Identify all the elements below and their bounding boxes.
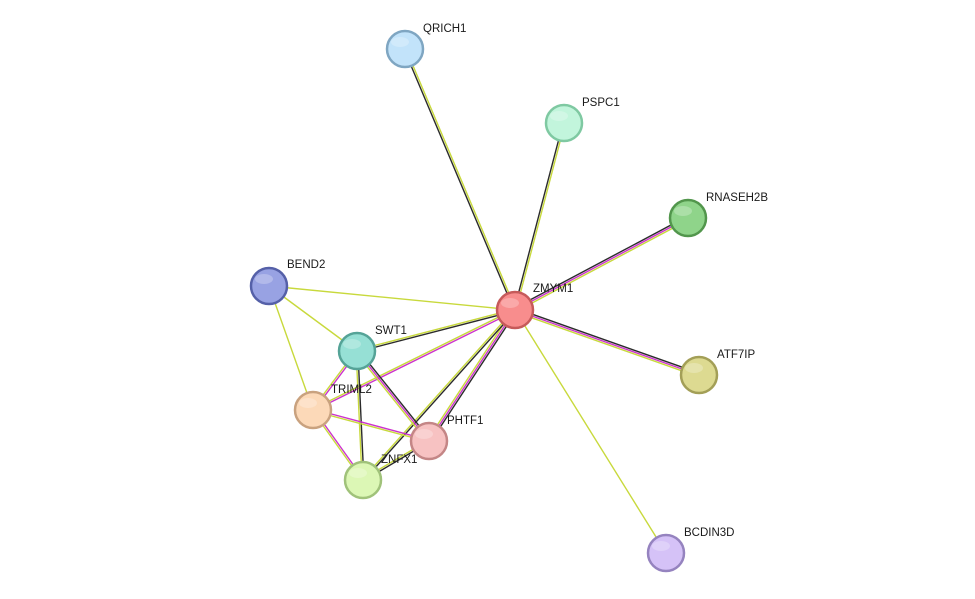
node-circle[interactable] bbox=[337, 331, 377, 371]
edge-evidence-line bbox=[514, 309, 700, 376]
node-highlight bbox=[501, 298, 519, 308]
node-highlight bbox=[255, 274, 273, 284]
edge-evidence-line bbox=[312, 410, 429, 443]
edge-zmym1-atf7ip bbox=[514, 307, 700, 378]
edge-evidence-line bbox=[313, 408, 430, 441]
edge-evidence-line bbox=[356, 308, 515, 351]
node-qrich1[interactable] bbox=[385, 29, 425, 69]
edge-evidence-line bbox=[268, 285, 314, 411]
edge-zmym1-rnaseh2b bbox=[513, 215, 690, 313]
node-circle[interactable] bbox=[646, 533, 686, 573]
node-circle[interactable] bbox=[679, 355, 719, 395]
node-triml2[interactable] bbox=[293, 390, 333, 430]
edge-evidence-line bbox=[268, 285, 516, 311]
node-label-zmym1: ZMYM1 bbox=[533, 283, 573, 295]
node-label-bcdin3d: BCDIN3D bbox=[684, 527, 734, 539]
edge-evidence-line bbox=[515, 123, 566, 311]
edge-evidence-line bbox=[513, 215, 688, 310]
node-highlight bbox=[550, 111, 568, 121]
node-bend2[interactable] bbox=[249, 266, 289, 306]
node-label-swt1: SWT1 bbox=[375, 325, 407, 337]
edge-zmym1-bcdin3d bbox=[514, 309, 667, 554]
edge-bend2-triml2 bbox=[268, 285, 314, 411]
node-label-rnaseh2b: RNASEH2B bbox=[706, 192, 768, 204]
node-highlight bbox=[652, 541, 670, 551]
node-circle[interactable] bbox=[495, 290, 535, 330]
node-highlight bbox=[299, 398, 317, 408]
edge-evidence-line bbox=[515, 307, 700, 374]
node-label-znfx1: ZNFX1 bbox=[381, 454, 417, 466]
node-pspc1[interactable] bbox=[544, 103, 584, 143]
edge-evidence-line bbox=[515, 218, 690, 313]
node-rnaseh2b[interactable] bbox=[668, 198, 708, 238]
node-circle[interactable] bbox=[544, 103, 584, 143]
edge-zmym1-qrich1 bbox=[403, 48, 517, 311]
edge-layer bbox=[268, 48, 700, 554]
edge-zmym1-triml2 bbox=[312, 308, 516, 412]
edge-evidence-line bbox=[361, 308, 515, 480]
node-circle[interactable] bbox=[249, 266, 289, 306]
edge-evidence-line bbox=[403, 49, 515, 311]
edge-evidence-line bbox=[426, 308, 515, 441]
edge-evidence-line bbox=[357, 310, 516, 353]
node-circle[interactable] bbox=[293, 390, 333, 430]
edge-triml2-phtf1 bbox=[312, 408, 430, 443]
edge-evidence-line bbox=[357, 350, 365, 480]
node-circle[interactable] bbox=[668, 198, 708, 238]
node-highlight bbox=[343, 339, 361, 349]
node-layer bbox=[249, 29, 719, 573]
edge-zmym1-pspc1 bbox=[513, 122, 566, 311]
edge-evidence-line bbox=[514, 311, 699, 378]
edge-evidence-line bbox=[514, 217, 689, 311]
node-label-pspc1: PSPC1 bbox=[582, 97, 620, 109]
node-label-triml2: TRIML2 bbox=[331, 384, 372, 396]
edge-zmym1-znfx1 bbox=[361, 308, 517, 482]
node-phtf1[interactable] bbox=[409, 421, 449, 461]
node-bcdin3d[interactable] bbox=[646, 533, 686, 573]
edge-zmym1-phtf1 bbox=[426, 308, 518, 443]
edge-evidence-line bbox=[363, 310, 517, 482]
node-highlight bbox=[674, 206, 692, 216]
edge-evidence-line bbox=[357, 349, 431, 441]
node-highlight bbox=[415, 429, 433, 439]
edge-zmym1-swt1 bbox=[356, 308, 516, 353]
node-label-atf7ip: ATF7IP bbox=[717, 349, 755, 361]
node-highlight bbox=[349, 468, 367, 478]
node-highlight bbox=[391, 37, 409, 47]
node-zmym1[interactable] bbox=[495, 290, 535, 330]
edge-evidence-line bbox=[355, 351, 363, 481]
edge-evidence-line bbox=[355, 351, 429, 443]
node-atf7ip[interactable] bbox=[679, 355, 719, 395]
node-circle[interactable] bbox=[343, 460, 383, 500]
edge-evidence-line bbox=[429, 310, 518, 443]
edge-evidence-line bbox=[312, 308, 515, 410]
node-label-bend2: BEND2 bbox=[287, 259, 325, 271]
node-highlight bbox=[685, 363, 703, 373]
node-label-qrich1: QRICH1 bbox=[423, 23, 466, 35]
edge-evidence-line bbox=[428, 309, 516, 442]
edge-evidence-line bbox=[514, 309, 667, 554]
node-circle[interactable] bbox=[385, 29, 425, 69]
edge-evidence-line bbox=[513, 122, 564, 310]
node-circle[interactable] bbox=[409, 421, 449, 461]
node-znfx1[interactable] bbox=[343, 460, 383, 500]
edge-evidence-line bbox=[405, 48, 517, 310]
node-swt1[interactable] bbox=[337, 331, 377, 371]
edge-evidence-line bbox=[313, 310, 516, 412]
edge-swt1-znfx1 bbox=[355, 350, 365, 481]
node-label-phtf1: PHTF1 bbox=[447, 415, 483, 427]
edge-zmym1-bend2 bbox=[268, 285, 516, 311]
